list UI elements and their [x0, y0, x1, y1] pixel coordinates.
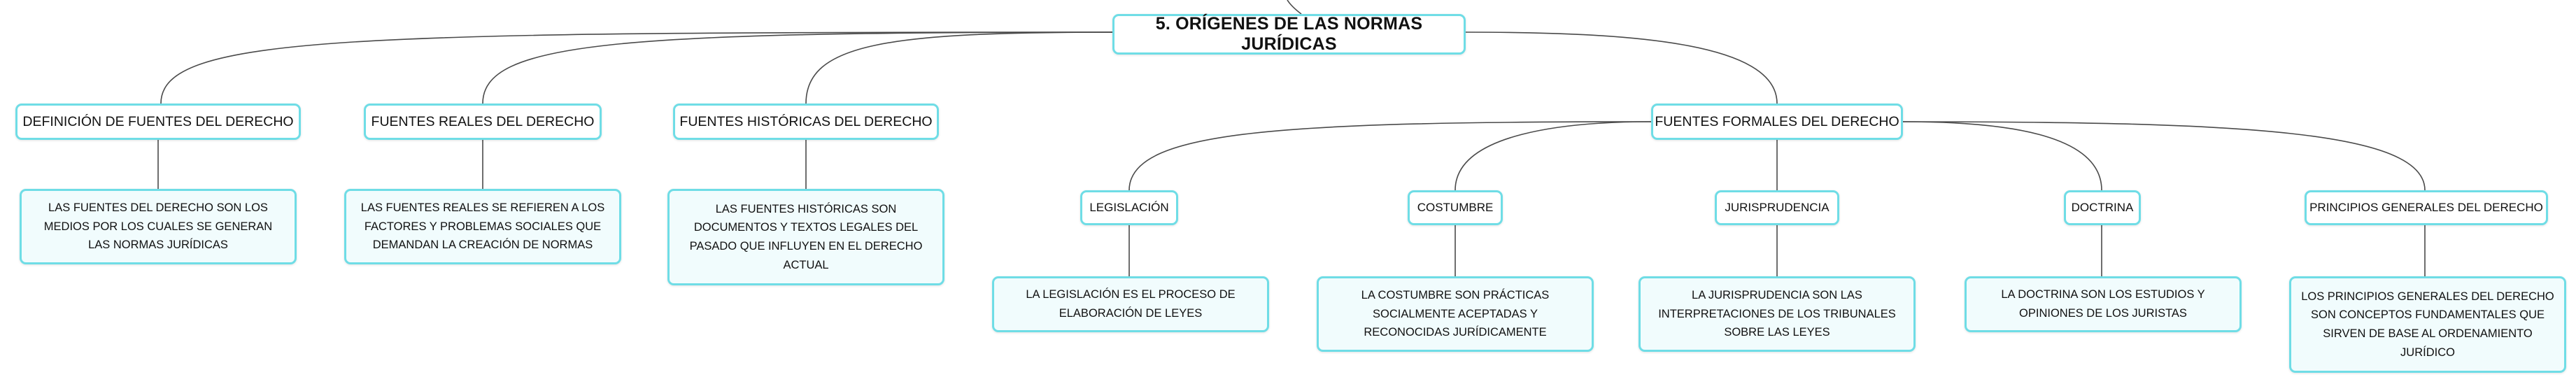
desc-historicas-text: LAS FUENTES HISTÓRICAS SON DOCUMENTOS Y …: [689, 202, 923, 271]
desc-legislacion-text: LA LEGISLACIÓN ES EL PROCESO DE ELABORAC…: [1026, 288, 1236, 320]
subtopic-costumbre[interactable]: COSTUMBRE: [1408, 190, 1503, 225]
connector-root-reales: [482, 31, 1113, 104]
desc-legislacion[interactable]: LA LEGISLACIÓN ES EL PROCESO DE ELABORAC…: [992, 276, 1269, 332]
desc-costumbre-text: LA COSTUMBRE SON PRÁCTICAS SOCIALMENTE A…: [1361, 288, 1550, 339]
connector-root-formales: [1465, 31, 1778, 104]
connector-formales-costumbre: [1455, 121, 1652, 191]
desc-definicion-text: LAS FUENTES DEL DERECHO SON LOS MEDIOS P…: [43, 201, 273, 252]
topic-definicion-label: DEFINICIÓN DE FUENTES DEL DERECHO: [22, 113, 294, 129]
desc-fuentes-reales[interactable]: LAS FUENTES REALES SE REFIEREN A LOS FAC…: [344, 189, 621, 264]
root-topic[interactable]: 5. ORÍGENES DE LAS NORMAS JURÍDICAS: [1112, 14, 1466, 55]
subtopic-legislacion-label: LEGISLACIÓN: [1089, 201, 1169, 214]
topic-definicion-fuentes[interactable]: DEFINICIÓN DE FUENTES DEL DERECHO: [15, 104, 301, 140]
desc-fuentes-historicas[interactable]: LAS FUENTES HISTÓRICAS SON DOCUMENTOS Y …: [667, 189, 944, 285]
desc-jurisprudencia-text: LA JURISPRUDENCIA SON LAS INTERPRETACION…: [1658, 288, 1896, 339]
connector-formales-principios: [1902, 121, 2426, 191]
desc-definicion-fuentes[interactable]: LAS FUENTES DEL DERECHO SON LOS MEDIOS P…: [20, 189, 297, 264]
connector-root-historicas: [805, 31, 1113, 104]
connector-root-parent: [1287, 0, 1302, 15]
desc-principios-text: LOS PRINCIPIOS GENERALES DEL DERECHO SON…: [2301, 290, 2554, 359]
topic-fuentes-formales[interactable]: FUENTES FORMALES DEL DERECHO: [1651, 104, 1903, 140]
subtopic-legislacion[interactable]: LEGISLACIÓN: [1080, 190, 1178, 225]
topic-fuentes-historicas[interactable]: FUENTES HISTÓRICAS DEL DERECHO: [673, 104, 939, 140]
subtopic-principios-label: PRINCIPIOS GENERALES DEL DERECHO: [2309, 201, 2543, 214]
subtopic-doctrina-label: DOCTRINA: [2071, 201, 2134, 214]
connector-formales-legislacion: [1128, 121, 1652, 191]
desc-doctrina-text: LA DOCTRINA SON LOS ESTUDIOS Y OPINIONES…: [2001, 288, 2205, 320]
topic-reales-label: FUENTES REALES DEL DERECHO: [371, 113, 595, 129]
desc-reales-text: LAS FUENTES REALES SE REFIEREN A LOS FAC…: [360, 201, 605, 252]
subtopic-costumbre-label: COSTUMBRE: [1417, 201, 1494, 214]
desc-jurisprudencia[interactable]: LA JURISPRUDENCIA SON LAS INTERPRETACION…: [1639, 276, 1916, 352]
connector-root-definicion: [160, 31, 1113, 104]
subtopic-jurisprudencia[interactable]: JURISPRUDENCIA: [1715, 190, 1839, 225]
subtopic-doctrina[interactable]: DOCTRINA: [2064, 190, 2141, 225]
subtopic-principios-generales[interactable]: PRINCIPIOS GENERALES DEL DERECHO: [2305, 190, 2548, 225]
desc-doctrina[interactable]: LA DOCTRINA SON LOS ESTUDIOS Y OPINIONES…: [1965, 276, 2242, 332]
topic-historicas-label: FUENTES HISTÓRICAS DEL DERECHO: [679, 113, 933, 129]
root-topic-label: 5. ORÍGENES DE LAS NORMAS JURÍDICAS: [1155, 14, 1423, 54]
desc-principios-generales[interactable]: LOS PRINCIPIOS GENERALES DEL DERECHO SON…: [2289, 276, 2566, 373]
subtopic-jurisprudencia-label: JURISPRUDENCIA: [1725, 201, 1830, 214]
connector-formales-doctrina: [1902, 121, 2102, 191]
topic-fuentes-reales[interactable]: FUENTES REALES DEL DERECHO: [364, 104, 602, 140]
topic-formales-label: FUENTES FORMALES DEL DERECHO: [1655, 113, 1899, 129]
desc-costumbre[interactable]: LA COSTUMBRE SON PRÁCTICAS SOCIALMENTE A…: [1317, 276, 1594, 352]
